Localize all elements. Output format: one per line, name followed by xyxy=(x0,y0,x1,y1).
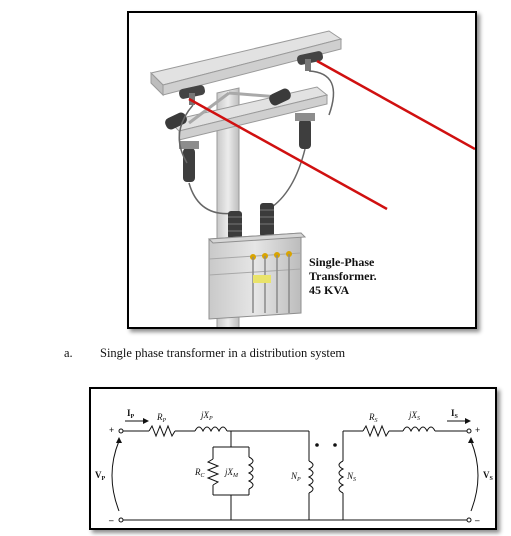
hv-bushing-left xyxy=(228,211,242,239)
transformer-photo-frame: Single-Phase Transformer. 45 KVA xyxy=(127,11,477,329)
label-vp: VP xyxy=(95,470,106,482)
inductor-xp xyxy=(194,426,228,433)
label-ip: IP xyxy=(127,408,135,420)
resistor-rp xyxy=(148,424,176,438)
secondary-voltage-arc xyxy=(470,440,479,512)
fuse-cutout-left xyxy=(165,112,199,182)
figure-caption: a. Single phase transformer in a distribu… xyxy=(64,346,345,361)
secondary-winding xyxy=(338,460,345,494)
label-vs: VS xyxy=(483,470,494,482)
power-line-2 xyxy=(188,97,388,211)
lv-bushings xyxy=(250,251,292,313)
power-line-1 xyxy=(316,59,475,151)
insulator-right-top xyxy=(296,51,324,71)
resistor-rs xyxy=(362,424,390,438)
primary-terminal-bottom xyxy=(118,517,124,523)
caption-text: Single phase transformer in a distributi… xyxy=(100,346,346,360)
primary-minus-sign: – xyxy=(108,515,114,525)
equivalent-circuit-frame: IP IS RP jXP RC jXM NP NS RS jXS VP VS +… xyxy=(89,387,497,530)
label-rs: RS xyxy=(368,412,378,424)
secondary-terminal-bottom xyxy=(466,517,472,523)
hv-bushing-right xyxy=(260,203,274,237)
label-xm: jXM xyxy=(224,467,239,479)
resistor-rc xyxy=(206,458,220,486)
insulator-left-top xyxy=(178,85,206,105)
label-xs: jXS xyxy=(408,410,420,422)
label-xp: jXP xyxy=(200,410,213,422)
transformer-label-line1: Single-Phase xyxy=(309,255,375,269)
primary-voltage-arc xyxy=(111,440,120,512)
caption-number: a. xyxy=(64,346,73,360)
polarity-dot-secondary xyxy=(333,443,337,447)
secondary-plus-sign: + xyxy=(475,425,480,435)
transformer-label-line2: Transformer. xyxy=(309,269,377,283)
primary-winding xyxy=(307,460,314,494)
label-rc: RC xyxy=(194,467,206,479)
polarity-dot-primary xyxy=(315,443,319,447)
label-is: IS xyxy=(451,408,459,420)
label-ns: NS xyxy=(346,471,356,483)
label-np: NP xyxy=(290,471,301,483)
secondary-minus-sign: – xyxy=(474,515,480,525)
transformer-label-line3: 45 KVA xyxy=(309,283,350,297)
primary-terminal-top xyxy=(118,428,124,434)
equivalent-circuit-diagram: IP IS RP jXP RC jXM NP NS RS jXS VP VS +… xyxy=(95,408,494,525)
inductor-xs xyxy=(402,426,436,433)
secondary-terminal-top xyxy=(466,428,472,434)
fuse-cutout-right xyxy=(269,88,315,149)
pole-illustration xyxy=(150,30,475,327)
primary-plus-sign: + xyxy=(109,425,114,435)
label-rp: RP xyxy=(156,412,167,424)
inductor-xm xyxy=(247,456,254,490)
